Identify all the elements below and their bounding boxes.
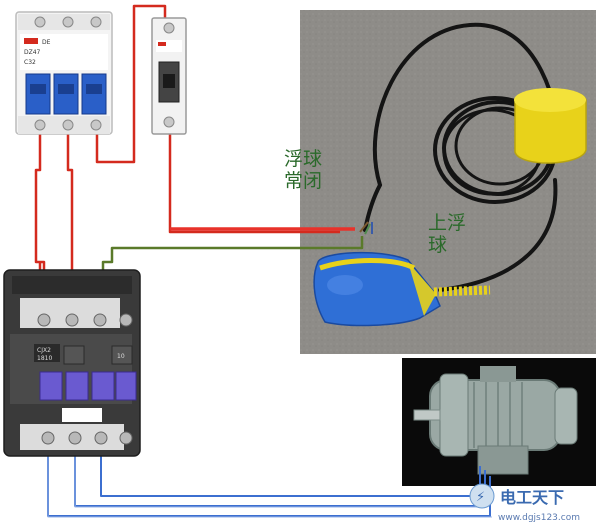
float-switch-icon [313, 251, 491, 327]
contactor-no-label: 10 [117, 353, 125, 360]
breaker-rating: C32 [24, 59, 36, 66]
float-nc-line2: 常闭 [284, 170, 323, 192]
watermark-url: www.dgjs123.com [498, 513, 580, 523]
red-wire-control [168, 130, 340, 234]
upper-float-label: 上浮 球 [428, 212, 466, 256]
circuit-breaker-icon: DE DZ47 C32 [15, 11, 113, 135]
float-switch-photo [300, 10, 596, 354]
red-wire-l1 [34, 125, 46, 298]
upper-float-line1: 上浮 [428, 212, 467, 234]
contactor-model: CJX2 [37, 347, 51, 354]
float-nc-label: 浮球 常闭 [284, 148, 322, 192]
upper-float-line2: 球 [428, 234, 448, 256]
float-nc-line1: 浮球 [284, 148, 323, 170]
counterweight-icon [514, 88, 587, 164]
watermark-title: 电工天下 [500, 488, 564, 507]
svg-text:⚡: ⚡ [476, 490, 485, 505]
motor-photo [402, 358, 596, 486]
blue-wire-w [100, 450, 481, 497]
red-wire-l2 [66, 125, 74, 298]
motor-icon [413, 366, 578, 475]
contactor-model-code: 1810 [37, 355, 52, 362]
breaker-model: DZ47 [24, 49, 41, 56]
contactor-icon: CJX2 1810 10 [3, 269, 141, 457]
single-pole-breaker-icon [151, 17, 187, 135]
breaker-brand: DE [42, 39, 51, 46]
watermark: ⚡ 电工天下 www.dgjs123.com [469, 483, 580, 523]
green-wire [101, 236, 364, 298]
red-wire-to-mcb [95, 4, 167, 164]
